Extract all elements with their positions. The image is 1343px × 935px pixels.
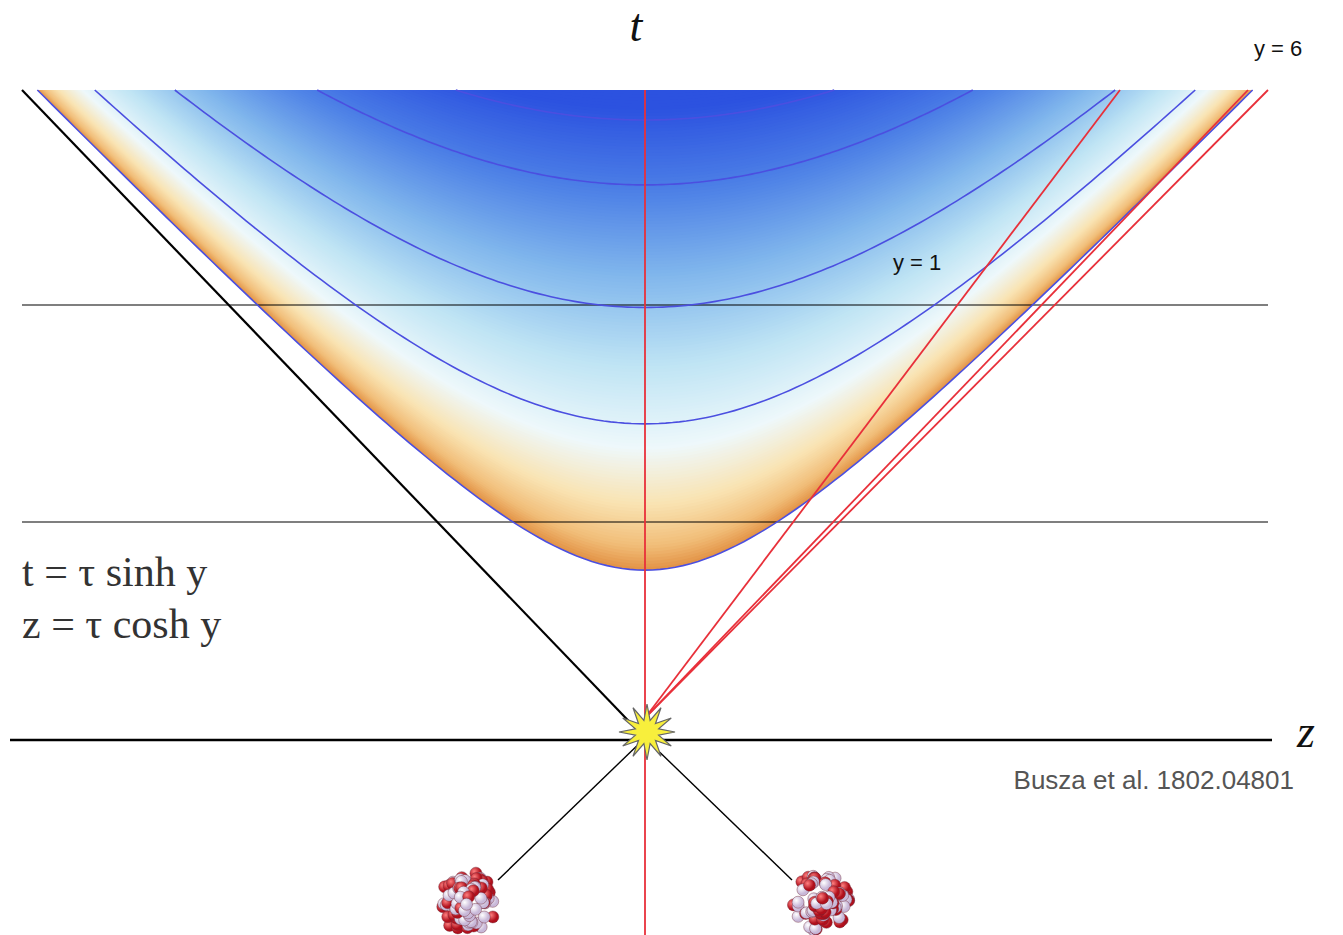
label-anchor: z (1297, 706, 1315, 759)
label-anchor: t (630, 0, 643, 53)
label-anchor: y = 1 (893, 250, 941, 275)
nucleon (792, 896, 804, 908)
rapidity-line (645, 90, 1268, 718)
citation: Busza et al. 1802.04801 (1014, 766, 1294, 796)
nucleus (787, 870, 854, 935)
light-cone (22, 90, 645, 738)
formula: z = τ cosh y (22, 600, 221, 648)
label-anchor: t = τ sinh y (22, 548, 207, 596)
rapidity-line (644, 90, 646, 935)
label-anchor: z = τ cosh y (22, 600, 221, 648)
rapidity-lines (645, 90, 1268, 935)
formula: t = τ sinh y (22, 548, 207, 596)
nucleus-track (645, 738, 792, 880)
collision-star (619, 704, 675, 760)
nucleus (437, 867, 499, 934)
nucleon (460, 898, 472, 910)
nucleon (817, 892, 829, 904)
axis-label: z (1297, 706, 1315, 759)
label-anchor: Busza et al. 1802.04801 (1014, 766, 1294, 796)
nucleon (816, 891, 828, 903)
rapidity-label: y = 6 (1254, 36, 1302, 61)
label-anchor: y = 6 (1254, 36, 1302, 61)
rapidity-label: y = 1 (893, 250, 941, 275)
nucleon (803, 879, 815, 891)
axis-label: t (630, 0, 643, 53)
nucleus-track (498, 738, 645, 880)
rapidity-line (645, 90, 1248, 718)
rapidity-line (645, 90, 1120, 718)
